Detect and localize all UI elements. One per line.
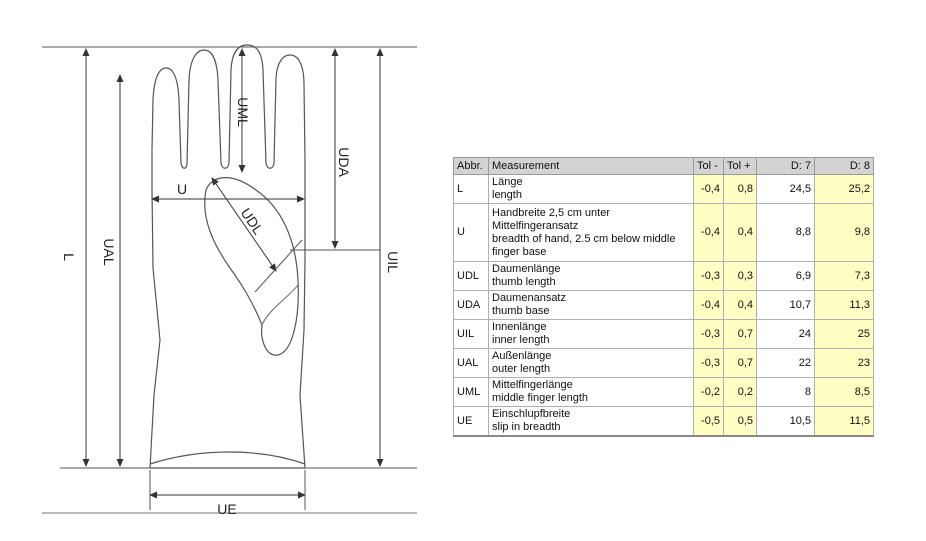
cell-d8: 11,3 bbox=[814, 290, 874, 320]
cell-tol-plus: 0,7 bbox=[723, 348, 757, 378]
cell-d8: 25 bbox=[814, 319, 874, 349]
cell-abbr: UDL bbox=[453, 261, 489, 291]
cell-d7: 22 bbox=[756, 348, 815, 378]
measurement-de: Länge bbox=[492, 176, 523, 188]
table-row: U Handbreite 2,5 cm unter Mittelfingeran… bbox=[453, 203, 874, 262]
cell-abbr: UML bbox=[453, 377, 489, 407]
measurement-en: length bbox=[492, 189, 522, 201]
measurement-en: outer length bbox=[492, 363, 551, 375]
cell-d8: 11,5 bbox=[814, 406, 874, 437]
cell-tol-plus: 0,2 bbox=[723, 377, 757, 407]
header-d8: D: 8 bbox=[814, 157, 874, 175]
UML-label: UML bbox=[235, 97, 251, 127]
cell-tol-minus: -0,4 bbox=[693, 174, 724, 204]
measurement-en: thumb base bbox=[492, 305, 550, 317]
UDL-dimension-line bbox=[211, 177, 277, 272]
cell-tol-plus: 0,4 bbox=[723, 290, 757, 320]
cell-abbr: UIL bbox=[453, 319, 489, 349]
glove-outline bbox=[149, 44, 306, 469]
measurement-en: middle finger length bbox=[492, 392, 589, 404]
measurement-de: Innenlänge bbox=[492, 321, 547, 333]
cell-d8: 23 bbox=[814, 348, 874, 378]
cell-d8: 25,2 bbox=[814, 174, 874, 204]
UDA-label: UDA bbox=[336, 147, 352, 177]
measurement-en: slip in breadth bbox=[492, 421, 561, 433]
thumb-crease bbox=[261, 284, 299, 326]
cell-d7: 10,5 bbox=[756, 406, 815, 437]
measurement-de: Daumenlänge bbox=[492, 263, 561, 275]
cell-tol-minus: -0,3 bbox=[693, 319, 724, 349]
measurement-de: Mittelfingerlänge bbox=[492, 379, 573, 391]
L-label: L bbox=[61, 253, 77, 261]
measurement-de: Einschlupfbreite bbox=[492, 408, 571, 420]
cell-tol-plus: 0,8 bbox=[723, 174, 757, 204]
cell-tol-minus: -0,4 bbox=[693, 203, 724, 262]
glove-diagram: L UAL UML U UDL UDA UIL UE bbox=[42, 44, 417, 517]
cell-d7: 6,9 bbox=[756, 261, 815, 291]
header-tol-minus: Tol - bbox=[693, 157, 724, 175]
cell-d7: 8,8 bbox=[756, 203, 815, 262]
cell-tol-minus: -0,2 bbox=[693, 377, 724, 407]
cell-abbr: U bbox=[453, 203, 489, 262]
UIL-label: UIL bbox=[385, 251, 401, 273]
cell-tol-plus: 0,7 bbox=[723, 319, 757, 349]
cell-tol-minus: -0,5 bbox=[693, 406, 724, 437]
UDL-extension-line bbox=[254, 239, 303, 293]
cell-d8: 7,3 bbox=[814, 261, 874, 291]
cell-tol-minus: -0,3 bbox=[693, 348, 724, 378]
measurement-en: inner length bbox=[492, 334, 550, 346]
UE-label: UE bbox=[217, 501, 236, 517]
header-tol-plus: Tol + bbox=[723, 157, 757, 175]
cell-d7: 10,7 bbox=[756, 290, 815, 320]
U-label: U bbox=[177, 181, 187, 197]
cell-abbr: UDA bbox=[453, 290, 489, 320]
cell-d7: 24 bbox=[756, 319, 815, 349]
cell-tol-minus: -0,4 bbox=[693, 290, 724, 320]
table-header-row: Abbr. Measurement Tol - Tol + D: 7 D: 8 bbox=[453, 157, 874, 175]
header-d7: D: 7 bbox=[756, 157, 815, 175]
measurement-de: Handbreite 2,5 cm unter Mittelfingeransa… bbox=[492, 206, 611, 232]
cell-abbr: UE bbox=[453, 406, 489, 437]
cell-abbr: UAL bbox=[453, 348, 489, 378]
cell-d7: 24,5 bbox=[756, 174, 815, 204]
measurement-de: Außenlänge bbox=[492, 350, 552, 362]
cell-d8: 8,5 bbox=[814, 377, 874, 407]
cell-measurement: Handbreite 2,5 cm unter Mittelfingeransa… bbox=[488, 203, 694, 262]
header-abbr: Abbr. bbox=[453, 157, 489, 175]
cell-tol-minus: -0,3 bbox=[693, 261, 724, 291]
cell-abbr: L bbox=[453, 174, 489, 204]
header-measurement: Measurement bbox=[488, 157, 694, 175]
UAL-label: UAL bbox=[101, 238, 117, 265]
measurement-table: Abbr. Measurement Tol - Tol + D: 7 D: 8 … bbox=[453, 157, 874, 437]
cell-tol-plus: 0,5 bbox=[723, 406, 757, 437]
cell-tol-plus: 0,3 bbox=[723, 261, 757, 291]
cell-d7: 8 bbox=[756, 377, 815, 407]
cell-d8: 9,8 bbox=[814, 203, 874, 262]
cell-tol-plus: 0,4 bbox=[723, 203, 757, 262]
measurement-en: thumb length bbox=[492, 276, 556, 288]
measurement-en: breadth of hand, 2.5 cm below middle fin… bbox=[492, 232, 676, 258]
cuff-curve bbox=[149, 451, 306, 465]
measurement-de: Daumenansatz bbox=[492, 292, 566, 304]
